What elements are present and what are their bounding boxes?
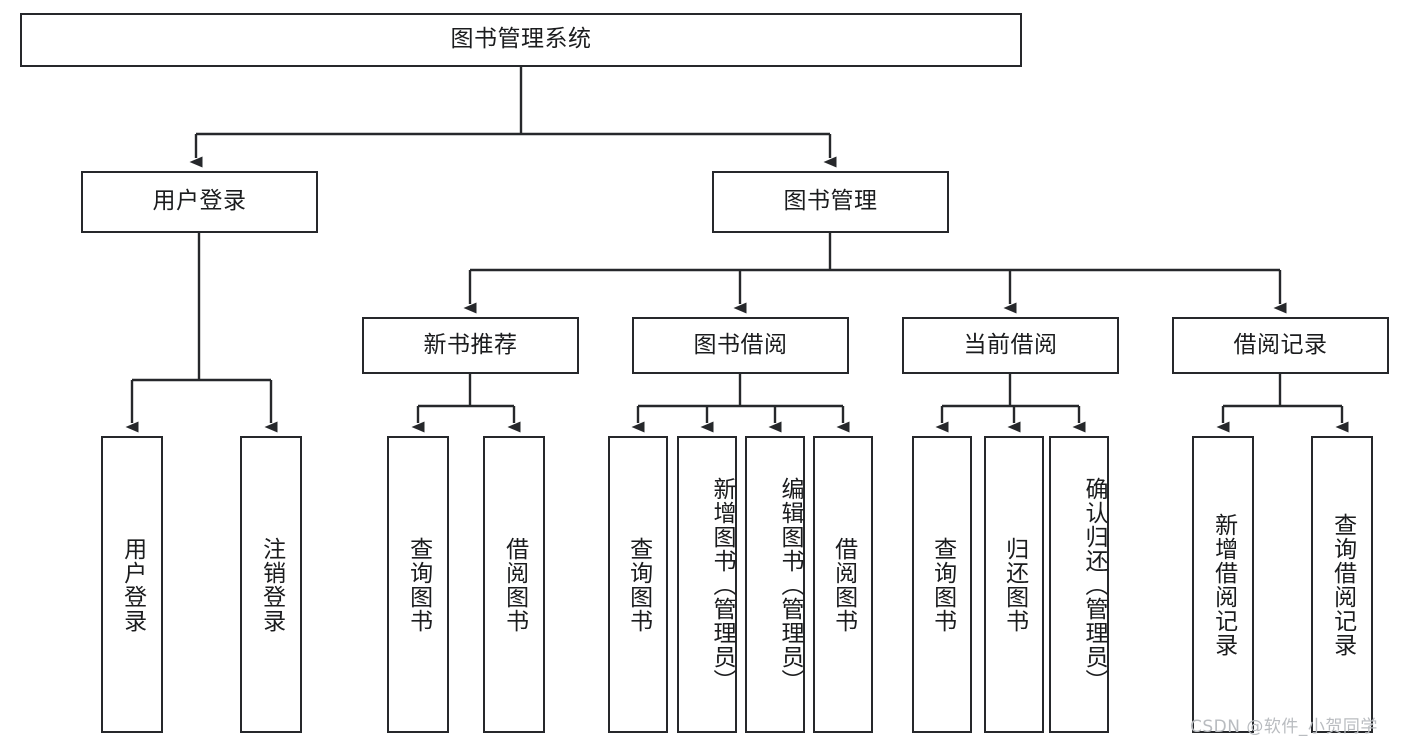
leaf-query-borrow-record[interactable]: 查询借阅记录 xyxy=(1311,436,1373,733)
node-root[interactable]: 图书管理系统 xyxy=(20,13,1022,67)
leaf-user-logout[interactable]: 注销登录 xyxy=(240,436,302,733)
node-book-borrow[interactable]: 图书借阅 xyxy=(632,317,849,374)
leaf-add-book-admin[interactable]: 新增图书（管理员） xyxy=(677,436,737,733)
leaf-add-borrow-record[interactable]: 新增借阅记录 xyxy=(1192,436,1254,733)
leaf-query-book-current[interactable]: 查询图书 xyxy=(912,436,972,733)
leaf-add-borrow-record-label: 新增借阅记录 xyxy=(1210,512,1237,657)
leaf-query-book-borrow[interactable]: 查询图书 xyxy=(608,436,668,733)
leaf-borrow-book[interactable]: 借阅图书 xyxy=(813,436,873,733)
node-new-book-recommend-label: 新书推荐 xyxy=(423,331,518,358)
leaf-query-book-current-label: 查询图书 xyxy=(929,536,956,633)
node-borrow-record[interactable]: 借阅记录 xyxy=(1172,317,1389,374)
leaf-borrow-book-recommend-label: 借阅图书 xyxy=(501,536,528,633)
leaf-query-borrow-record-label: 查询借阅记录 xyxy=(1329,512,1356,657)
node-user-login[interactable]: 用户登录 xyxy=(81,171,318,233)
node-book-management-label: 图书管理 xyxy=(783,188,878,215)
csdn-watermark: CSDN @软件_小贺同学 xyxy=(1190,717,1378,737)
leaf-borrow-book-recommend[interactable]: 借阅图书 xyxy=(483,436,545,733)
leaf-return-book-label: 归还图书 xyxy=(1001,536,1028,633)
edges-record-to-leaves xyxy=(1216,374,1349,433)
node-root-label: 图书管理系统 xyxy=(450,26,592,53)
leaf-add-book-admin-label: 新增图书（管理员） xyxy=(709,476,735,693)
leaf-borrow-book-label: 借阅图书 xyxy=(830,536,857,633)
edges-borrow-to-leaves xyxy=(631,374,850,433)
leaf-user-login[interactable]: 用户登录 xyxy=(101,436,163,733)
node-new-book-recommend[interactable]: 新书推荐 xyxy=(362,317,579,374)
node-current-borrow[interactable]: 当前借阅 xyxy=(902,317,1119,374)
leaf-user-login-label: 用户登录 xyxy=(119,536,146,633)
leaf-query-book-borrow-label: 查询图书 xyxy=(625,536,652,633)
leaf-confirm-return-admin[interactable]: 确认归还（管理员） xyxy=(1049,436,1109,733)
node-current-borrow-label: 当前借阅 xyxy=(963,331,1058,358)
leaf-user-logout-label: 注销登录 xyxy=(258,536,285,633)
edges-bookmgmt-to-level3 xyxy=(463,233,1287,314)
node-borrow-record-label: 借阅记录 xyxy=(1233,331,1328,358)
edges-userlogin-to-leaves xyxy=(125,233,278,433)
node-book-management[interactable]: 图书管理 xyxy=(712,171,949,233)
leaf-edit-book-admin[interactable]: 编辑图书（管理员） xyxy=(745,436,805,733)
leaf-edit-book-admin-label: 编辑图书（管理员） xyxy=(777,476,803,693)
leaf-confirm-return-admin-label: 确认归还（管理员） xyxy=(1081,476,1107,693)
edges-current-to-leaves xyxy=(935,374,1086,433)
leaf-query-book-recommend-label: 查询图书 xyxy=(405,536,432,633)
leaf-query-book-recommend[interactable]: 查询图书 xyxy=(387,436,449,733)
edges-root-to-level2 xyxy=(189,67,837,168)
edges-recommend-to-leaves xyxy=(411,374,521,433)
node-book-borrow-label: 图书借阅 xyxy=(693,331,788,358)
node-user-login-label: 用户登录 xyxy=(152,188,247,215)
leaf-return-book[interactable]: 归还图书 xyxy=(984,436,1044,733)
